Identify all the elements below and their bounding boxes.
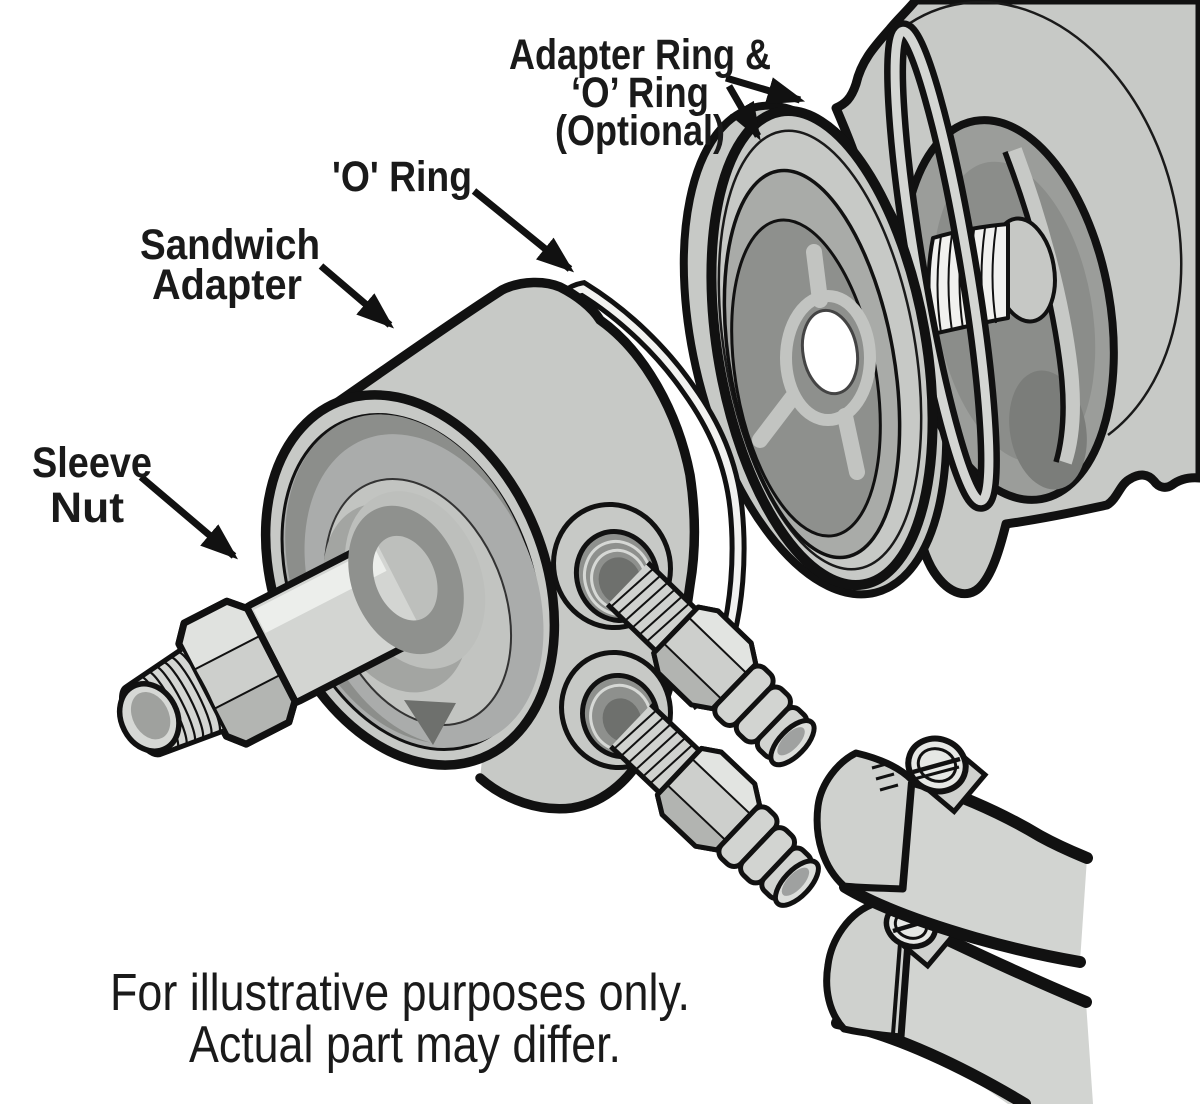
svg-text:Nut: Nut xyxy=(50,484,124,532)
svg-text:Sleeve: Sleeve xyxy=(32,439,152,487)
svg-text:For illustrative purposes only: For illustrative purposes only. xyxy=(110,964,690,1022)
svg-text:'O' Ring: 'O' Ring xyxy=(332,153,472,201)
svg-text:‘O’ Ring: ‘O’ Ring xyxy=(571,69,709,117)
svg-text:Sandwich: Sandwich xyxy=(140,221,320,269)
svg-text:Adapter: Adapter xyxy=(152,261,302,309)
svg-text:(Optional): (Optional) xyxy=(555,107,725,155)
svg-text:Adapter Ring &: Adapter Ring & xyxy=(509,31,771,79)
svg-text:Actual part may differ.: Actual part may differ. xyxy=(189,1016,621,1074)
